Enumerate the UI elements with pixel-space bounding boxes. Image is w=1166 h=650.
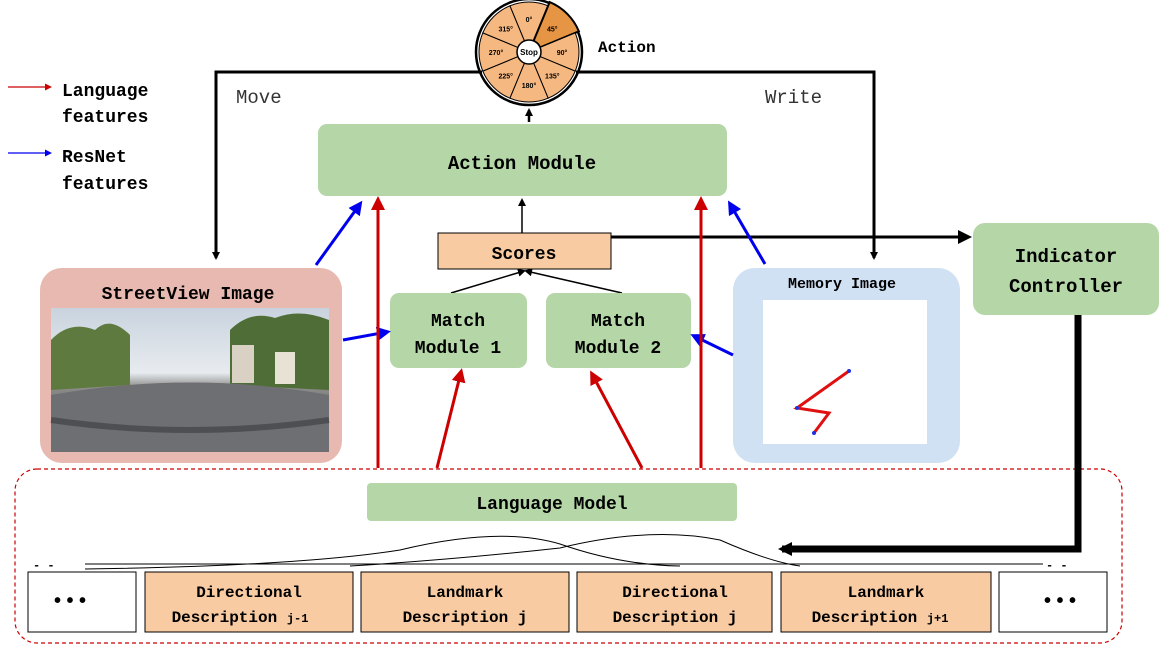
wheel-angle-label-0: 0° [526,16,533,24]
indicator-to-language-arrow [778,315,1082,556]
memory-title: Memory Image [788,276,896,293]
desc-landmark-j: Landmark Description j [360,571,570,633]
wheel-angle-label-45: 45° [547,26,558,34]
action-module-label: Action Module [448,153,596,175]
desc-left-placeholder [27,571,137,633]
memory-trajectory-start [847,369,851,373]
move-arrow [212,70,482,260]
match-module-1-box [390,293,527,368]
right-dash-marks: - - [1046,559,1068,573]
match-module-2-line1: Match [591,312,645,332]
legend-resnet-line2: features [62,175,148,195]
streetview-title: StreetView Image [102,285,275,305]
action-title: Action [598,39,656,57]
language-model-box [367,483,737,521]
desc-3-line2: Description j [613,609,738,627]
write-label: Write [765,87,822,109]
ellipsis-left: • • • [54,590,86,612]
attention-curves [84,534,1043,570]
legend-language-line1: Language [62,82,148,102]
write-arrow [576,70,878,260]
match2-to-scores-arrow [524,268,623,294]
ellipsis-right: • • • [1044,590,1076,612]
wheel-angle-label-225: 225° [498,72,513,80]
desc-4-line1: Landmark [848,584,925,602]
desc-directional-j: Directional Description j [576,571,773,633]
indicator-controller-line1: Indicator [1015,246,1118,268]
desc-2-line2: Description j [403,609,528,627]
legend: Language features ResNet features [8,82,148,195]
streetview-to-action-arrow [314,200,363,266]
legend-language-line2: features [62,108,148,128]
streetview-photo [50,308,330,452]
desc-4-line2: Description j+1 [812,609,949,627]
legend-resnet-line1: ResNet [62,148,127,168]
move-label: Move [236,87,282,109]
memory-canvas [763,300,927,444]
left-dash-marks: - - [33,559,55,573]
memory-to-action-arrow [727,200,767,265]
language-model-label: Language Model [476,495,627,515]
action-wheel: Stop 0° 45° 90° 135° 180° 225° 270° 315° [474,0,584,107]
wheel-angle-label-270: 270° [489,49,504,57]
match-module-2-line2: Module 2 [575,339,661,359]
memory-trajectory [793,369,850,434]
indicator-controller-box [973,223,1159,315]
indicator-controller-line2: Controller [1009,276,1123,298]
wheel-stop-button [516,39,542,65]
desc-landmark-j-plus-1: Landmark Description j+1 [780,571,992,633]
match-module-2-box [546,293,691,368]
match1-to-scores-arrow [450,268,526,294]
language-region-outline [14,468,1123,644]
match-module-1-line1: Match [431,312,485,332]
desc-3-line1: Directional [622,584,728,602]
memory-trajectory-end [812,431,816,435]
wheel-angle-label-180: 180° [522,82,537,90]
memory-trajectory-point [795,406,799,410]
desc-directional-j-1: Directional Description j-1 [144,571,354,633]
language-to-match1-arrow [435,368,466,469]
desc-1-line1: Directional [196,584,302,602]
desc-2-line1: Landmark [427,584,504,602]
scores-label: Scores [492,245,557,265]
action-module-box [318,124,727,196]
wheel-angle-label-135: 135° [545,72,560,80]
wheel-angle-label-315: 315° [498,26,513,34]
language-to-match2-arrow [590,370,644,469]
wheel-angle-labels: 0° 45° 90° 135° 180° 225° 270° 315° [489,16,568,90]
streetview-to-match1-arrow [342,326,391,342]
wheel-angle-label-90: 90° [557,49,568,57]
desc-right-placeholder [998,571,1108,633]
match-module-1-line2: Module 1 [415,339,502,359]
wheel-stop-label: Stop [520,48,538,57]
desc-1-line2: Description j-1 [172,609,309,627]
